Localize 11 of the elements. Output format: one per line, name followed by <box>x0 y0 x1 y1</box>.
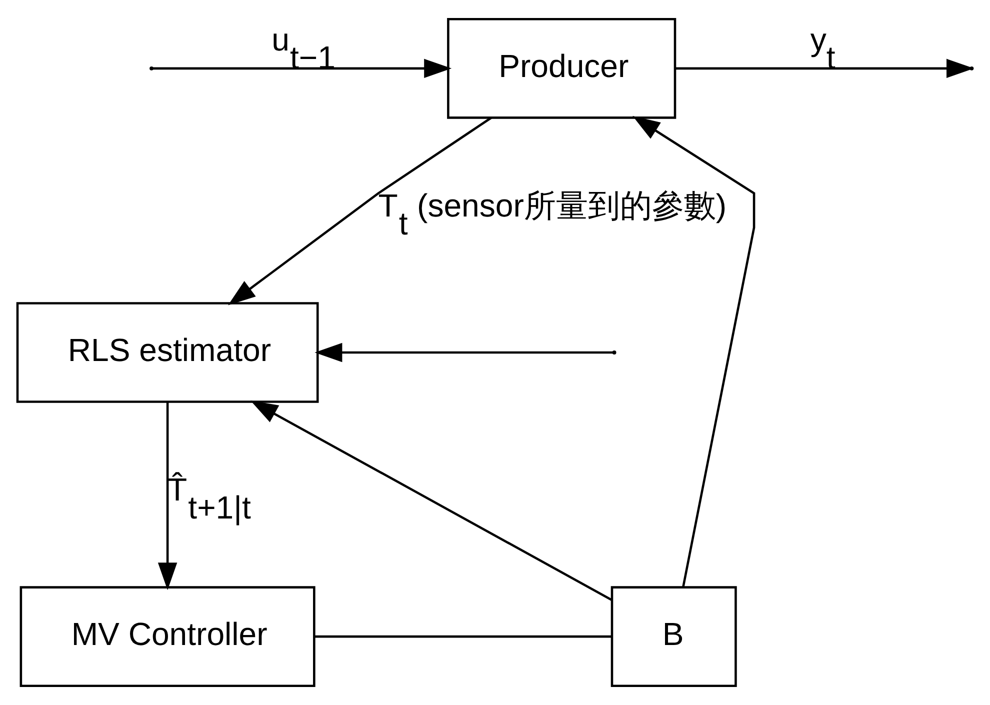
arrow <box>314 342 614 362</box>
node-box: B <box>610 586 737 687</box>
node-box: RLS estimator <box>16 302 319 403</box>
arrow <box>152 58 452 78</box>
arrow <box>632 116 756 588</box>
arrow <box>250 400 612 601</box>
arrow <box>158 402 178 590</box>
node-box: MV Controller <box>20 586 316 687</box>
node-box: Producer <box>447 18 676 119</box>
arrow <box>228 116 492 306</box>
connector <box>314 635 612 638</box>
